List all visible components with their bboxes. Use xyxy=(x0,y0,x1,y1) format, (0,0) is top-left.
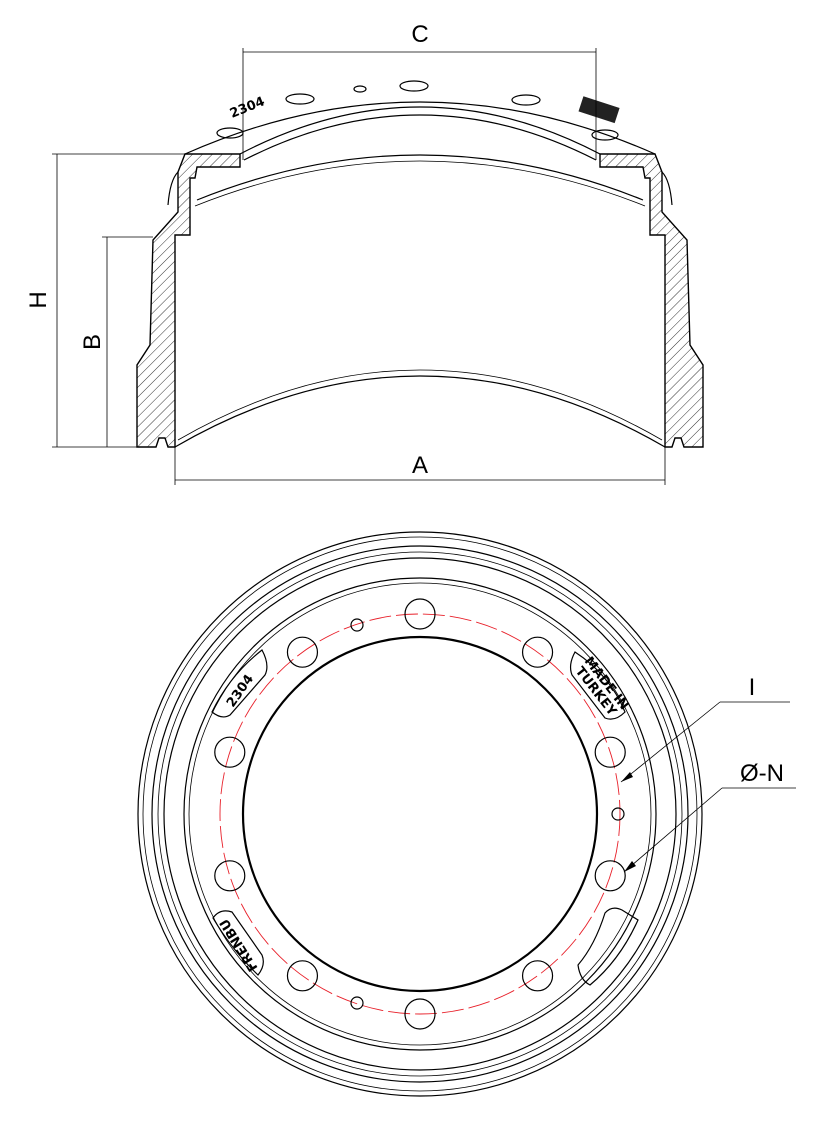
brand-pad xyxy=(212,910,264,976)
outer-profile-left xyxy=(167,171,179,206)
bolt-hole xyxy=(404,998,436,1030)
small-hole xyxy=(350,996,364,1010)
bolt-circle xyxy=(219,613,621,1015)
side-section-view: 2304 C H B A xyxy=(25,21,704,485)
small-hole xyxy=(350,618,364,632)
outer-circle-3 xyxy=(151,545,689,1083)
drum-bottom-arc xyxy=(174,375,666,448)
flange-holes xyxy=(216,80,619,141)
flange-origin-mark xyxy=(578,96,620,124)
rim-inner-arc xyxy=(239,106,601,155)
right-wall-section xyxy=(599,153,704,448)
bolt-hole xyxy=(521,960,554,992)
bolt-hole xyxy=(286,960,319,992)
drum-bottom-arc-2 xyxy=(177,369,663,441)
n-leader-line xyxy=(623,787,723,873)
bolt-hole xyxy=(594,736,626,768)
bore-arc xyxy=(243,114,597,161)
drum-inner-arc xyxy=(196,154,644,201)
dimension-a-label: A xyxy=(412,452,428,479)
bolt-hole xyxy=(521,636,554,668)
front-view: 2304 MADE IN TURKEY FRENBU I Ø-N xyxy=(137,531,796,1097)
small-hole xyxy=(611,807,625,821)
outer-circle-2 xyxy=(142,536,698,1092)
flange-circle xyxy=(183,577,657,1051)
center-bore xyxy=(241,635,599,993)
dimension-n-label: Ø-N xyxy=(740,760,784,787)
part-number-pad xyxy=(211,649,268,718)
dimension-b-label: B xyxy=(79,334,106,350)
dimension-h-label: H xyxy=(25,291,52,308)
rim-outer-arc xyxy=(184,101,656,155)
outer-circle xyxy=(137,531,703,1097)
bolt-hole xyxy=(214,736,246,768)
i-arrow-icon xyxy=(621,772,633,782)
outer-circle-4 xyxy=(157,551,683,1077)
dimension-i-label: I xyxy=(749,674,756,701)
inspection-slot xyxy=(577,907,639,986)
dimension-c-label: C xyxy=(411,21,428,48)
outer-profile-right xyxy=(661,171,673,206)
bolt-hole xyxy=(594,860,626,892)
drum-inner-arc-2 xyxy=(194,160,646,207)
outer-circle-5 xyxy=(163,557,677,1071)
flange-part-number: 2304 xyxy=(228,94,267,121)
bolt-holes xyxy=(214,598,626,1030)
origin-pad xyxy=(569,651,626,720)
bolt-hole xyxy=(286,636,319,668)
bolt-hole xyxy=(214,860,246,892)
left-wall-section xyxy=(136,153,241,448)
i-leader-line xyxy=(620,701,721,783)
bolt-hole xyxy=(404,598,436,630)
n-arrow-icon xyxy=(624,861,636,872)
flange-circle-2 xyxy=(188,582,652,1046)
